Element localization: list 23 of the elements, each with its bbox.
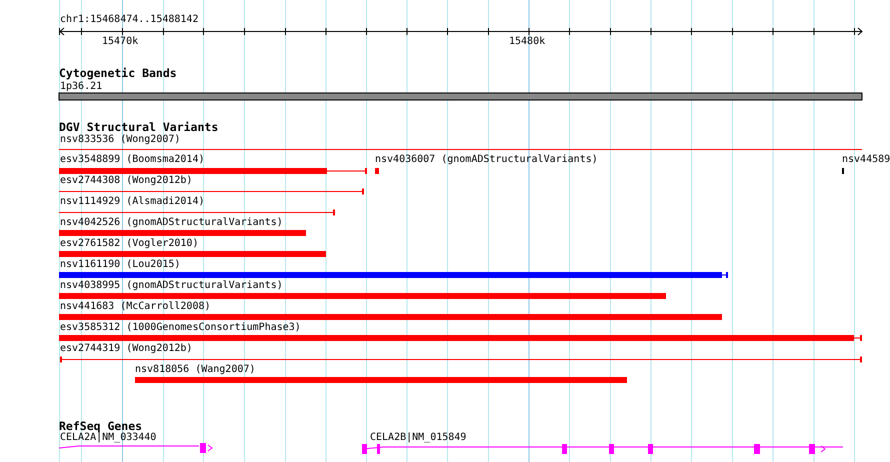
gene-label: CELA2A|NM_033440 <box>60 432 156 444</box>
track-title: DGV Structural Variants <box>59 121 218 134</box>
track-title: Cytogenetic Bands <box>59 67 177 80</box>
feature-label: nsv441683 (McCarroll2008) <box>60 301 211 313</box>
band-label: 1p36.21 <box>60 81 102 93</box>
feature-label: nsv818056 (Wang2007) <box>135 364 256 376</box>
feature-label: nsv1161190 (Lou2015) <box>60 259 180 271</box>
axis-label: 15470k <box>102 36 138 48</box>
feature-label: nsv44589 <box>842 154 890 166</box>
feature-label: esv3548899 (Boomsma2014) <box>60 154 204 166</box>
track-title: RefSeq Genes <box>59 420 142 433</box>
locus-label: chr1:15468474..15488142 <box>60 14 198 26</box>
feature-label: nsv4036007 (gnomADStructuralVariants) <box>375 154 598 166</box>
feature-label: esv2744319 (Wong2012b) <box>60 343 192 355</box>
feature-label: esv2761582 (Vogler2010) <box>60 238 198 250</box>
feature-label: esv3585312 (1000GenomesConsortiumPhase3) <box>60 322 301 334</box>
feature-label: nsv4042526 (gnomADStructuralVariants) <box>60 217 283 229</box>
feature-label: nsv1114929 (Alsmadi2014) <box>60 196 204 208</box>
feature-label: nsv4038995 (gnomADStructuralVariants) <box>60 280 283 292</box>
gene-label: CELA2B|NM_015849 <box>370 432 466 444</box>
feature-label: nsv833536 (Wong2007) <box>60 134 180 146</box>
axis-label: 15480k <box>509 36 546 48</box>
feature-label: esv2744308 (Wong2012b) <box>60 175 192 187</box>
